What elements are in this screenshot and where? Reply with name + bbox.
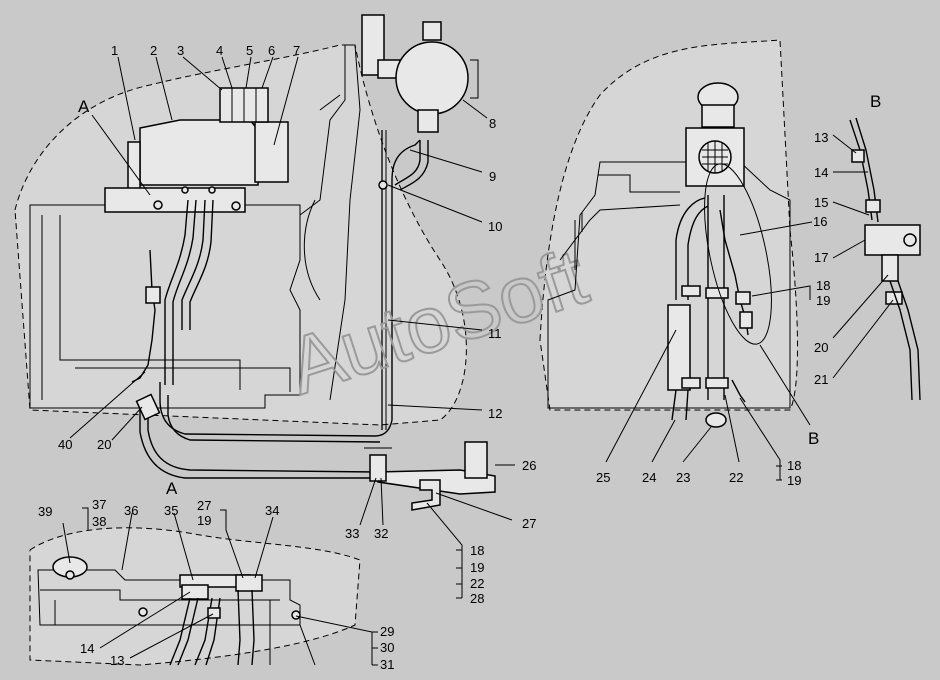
left-main-view <box>29 14 496 511</box>
callout-19-lower: 19 <box>787 473 801 488</box>
tee-fitting <box>864 224 921 256</box>
callout-31: 31 <box>380 657 394 672</box>
callout-5: 5 <box>246 43 253 58</box>
bracket-27 <box>411 479 441 511</box>
callout-22-right: 22 <box>729 470 743 485</box>
callout-34: 34 <box>265 503 279 518</box>
fuel-pipe-2 <box>181 199 214 330</box>
fuel-filter <box>254 121 289 183</box>
callout-38: 38 <box>92 514 106 529</box>
callout-25: 25 <box>596 470 610 485</box>
detail-a <box>37 556 316 666</box>
callout-27-detail: 27 <box>197 498 211 513</box>
view-label-b: B <box>808 429 819 448</box>
callout-2: 2 <box>150 43 157 58</box>
leader-lines <box>62 56 894 666</box>
view-label-b-detail: B <box>870 92 881 111</box>
callout-18-lower: 18 <box>787 458 801 473</box>
pipe-union <box>135 393 161 421</box>
callout-18: 18 <box>470 543 484 558</box>
callout-27: 27 <box>522 516 536 531</box>
callout-33: 33 <box>345 526 359 541</box>
hose-clamp <box>145 286 161 304</box>
detail-B-marker <box>704 163 772 345</box>
bracket-26 <box>464 441 488 479</box>
fuel-line-9 <box>167 395 381 443</box>
bracket-25 <box>667 304 691 391</box>
callout-20: 20 <box>97 437 111 452</box>
background-silhouette-left <box>14 44 467 426</box>
mounting-plate <box>104 187 246 213</box>
callout-15: 15 <box>814 195 828 210</box>
clamp-32 <box>369 454 387 482</box>
callout-35: 35 <box>164 503 178 518</box>
callout-10: 10 <box>488 219 502 234</box>
callout-19: 19 <box>470 560 484 575</box>
callout-21: 21 <box>814 372 828 387</box>
callout-7: 7 <box>293 43 300 58</box>
callout-9: 9 <box>489 169 496 184</box>
callout-23: 23 <box>676 470 690 485</box>
callout-11: 11 <box>488 326 502 341</box>
detail-b <box>849 117 921 401</box>
view-label-a-detail: A <box>166 479 178 498</box>
callout-24: 24 <box>642 470 656 485</box>
callout-14: 14 <box>80 641 94 656</box>
callout-20-b: 20 <box>814 340 828 355</box>
callout-19-right: 19 <box>816 293 830 308</box>
return-pipe <box>159 139 421 437</box>
callout-29: 29 <box>380 624 394 639</box>
callout-37: 37 <box>92 497 106 512</box>
callout-12: 12 <box>488 406 502 421</box>
callout-14-b: 14 <box>814 165 828 180</box>
callout-3: 3 <box>177 43 184 58</box>
callout-17: 17 <box>814 250 828 265</box>
air-cleaner-box <box>685 127 745 187</box>
callout-28: 28 <box>470 591 484 606</box>
callout-6: 6 <box>268 43 275 58</box>
right-main-view <box>547 82 791 428</box>
callout-1: 1 <box>111 43 118 58</box>
filter-canister <box>395 41 469 115</box>
callout-32: 32 <box>374 526 388 541</box>
hose-24 <box>675 197 709 300</box>
callout-labels: A A B B 1 2 3 4 5 6 7 8 9 10 11 12 40 20… <box>38 43 881 672</box>
fuel-tank <box>139 119 259 186</box>
callout-13: 13 <box>110 653 124 668</box>
callout-19-detail: 19 <box>197 513 211 528</box>
callout-8: 8 <box>489 116 496 131</box>
callout-4: 4 <box>216 43 223 58</box>
callout-26: 26 <box>522 458 536 473</box>
callout-30: 30 <box>380 640 394 655</box>
callout-16: 16 <box>813 214 827 229</box>
bracket <box>127 141 141 191</box>
callout-18-right: 18 <box>816 278 830 293</box>
callout-36: 36 <box>124 503 138 518</box>
callout-22: 22 <box>470 576 484 591</box>
fuel-pipe-1 <box>164 199 197 385</box>
view-label-a: A <box>78 97 90 116</box>
callout-40: 40 <box>58 437 72 452</box>
callout-13-b: 13 <box>814 130 828 145</box>
callout-39: 39 <box>38 504 52 519</box>
